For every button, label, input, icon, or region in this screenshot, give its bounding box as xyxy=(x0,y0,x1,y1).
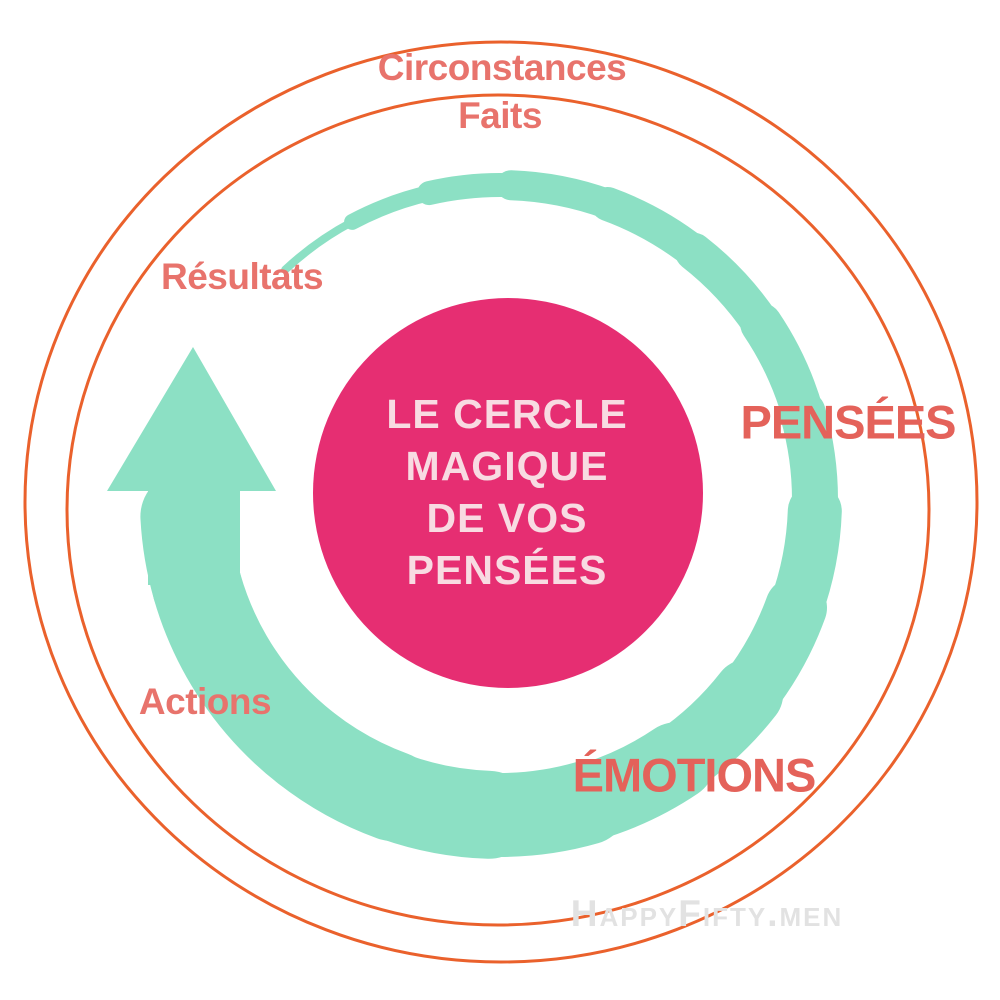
label-resultats: Résultats xyxy=(160,256,324,297)
badge-title-line: LE CERCLE xyxy=(386,391,628,437)
arrow-head-icon xyxy=(107,347,276,585)
outer-ring xyxy=(23,40,979,964)
badge-title-line: MAGIQUE xyxy=(405,443,609,489)
center-badge-title: LE CERCLE MAGIQUE DE VOS PENSÉES xyxy=(317,302,697,682)
center-badge-circle xyxy=(313,298,703,688)
label-pensees: PENSÉES xyxy=(740,395,956,449)
badge-title-line: PENSÉES xyxy=(406,547,608,593)
outer-rings xyxy=(23,40,979,964)
label-faits: Faits xyxy=(458,95,542,136)
label-emotions: ÉMOTIONS xyxy=(572,748,817,802)
label-actions: Actions xyxy=(138,681,272,722)
watermark: HappyFifty.men xyxy=(570,893,844,934)
label-circonstances: Circonstances xyxy=(377,47,627,88)
inner-ring xyxy=(65,93,931,927)
badge-title-line: DE VOS xyxy=(426,495,588,541)
